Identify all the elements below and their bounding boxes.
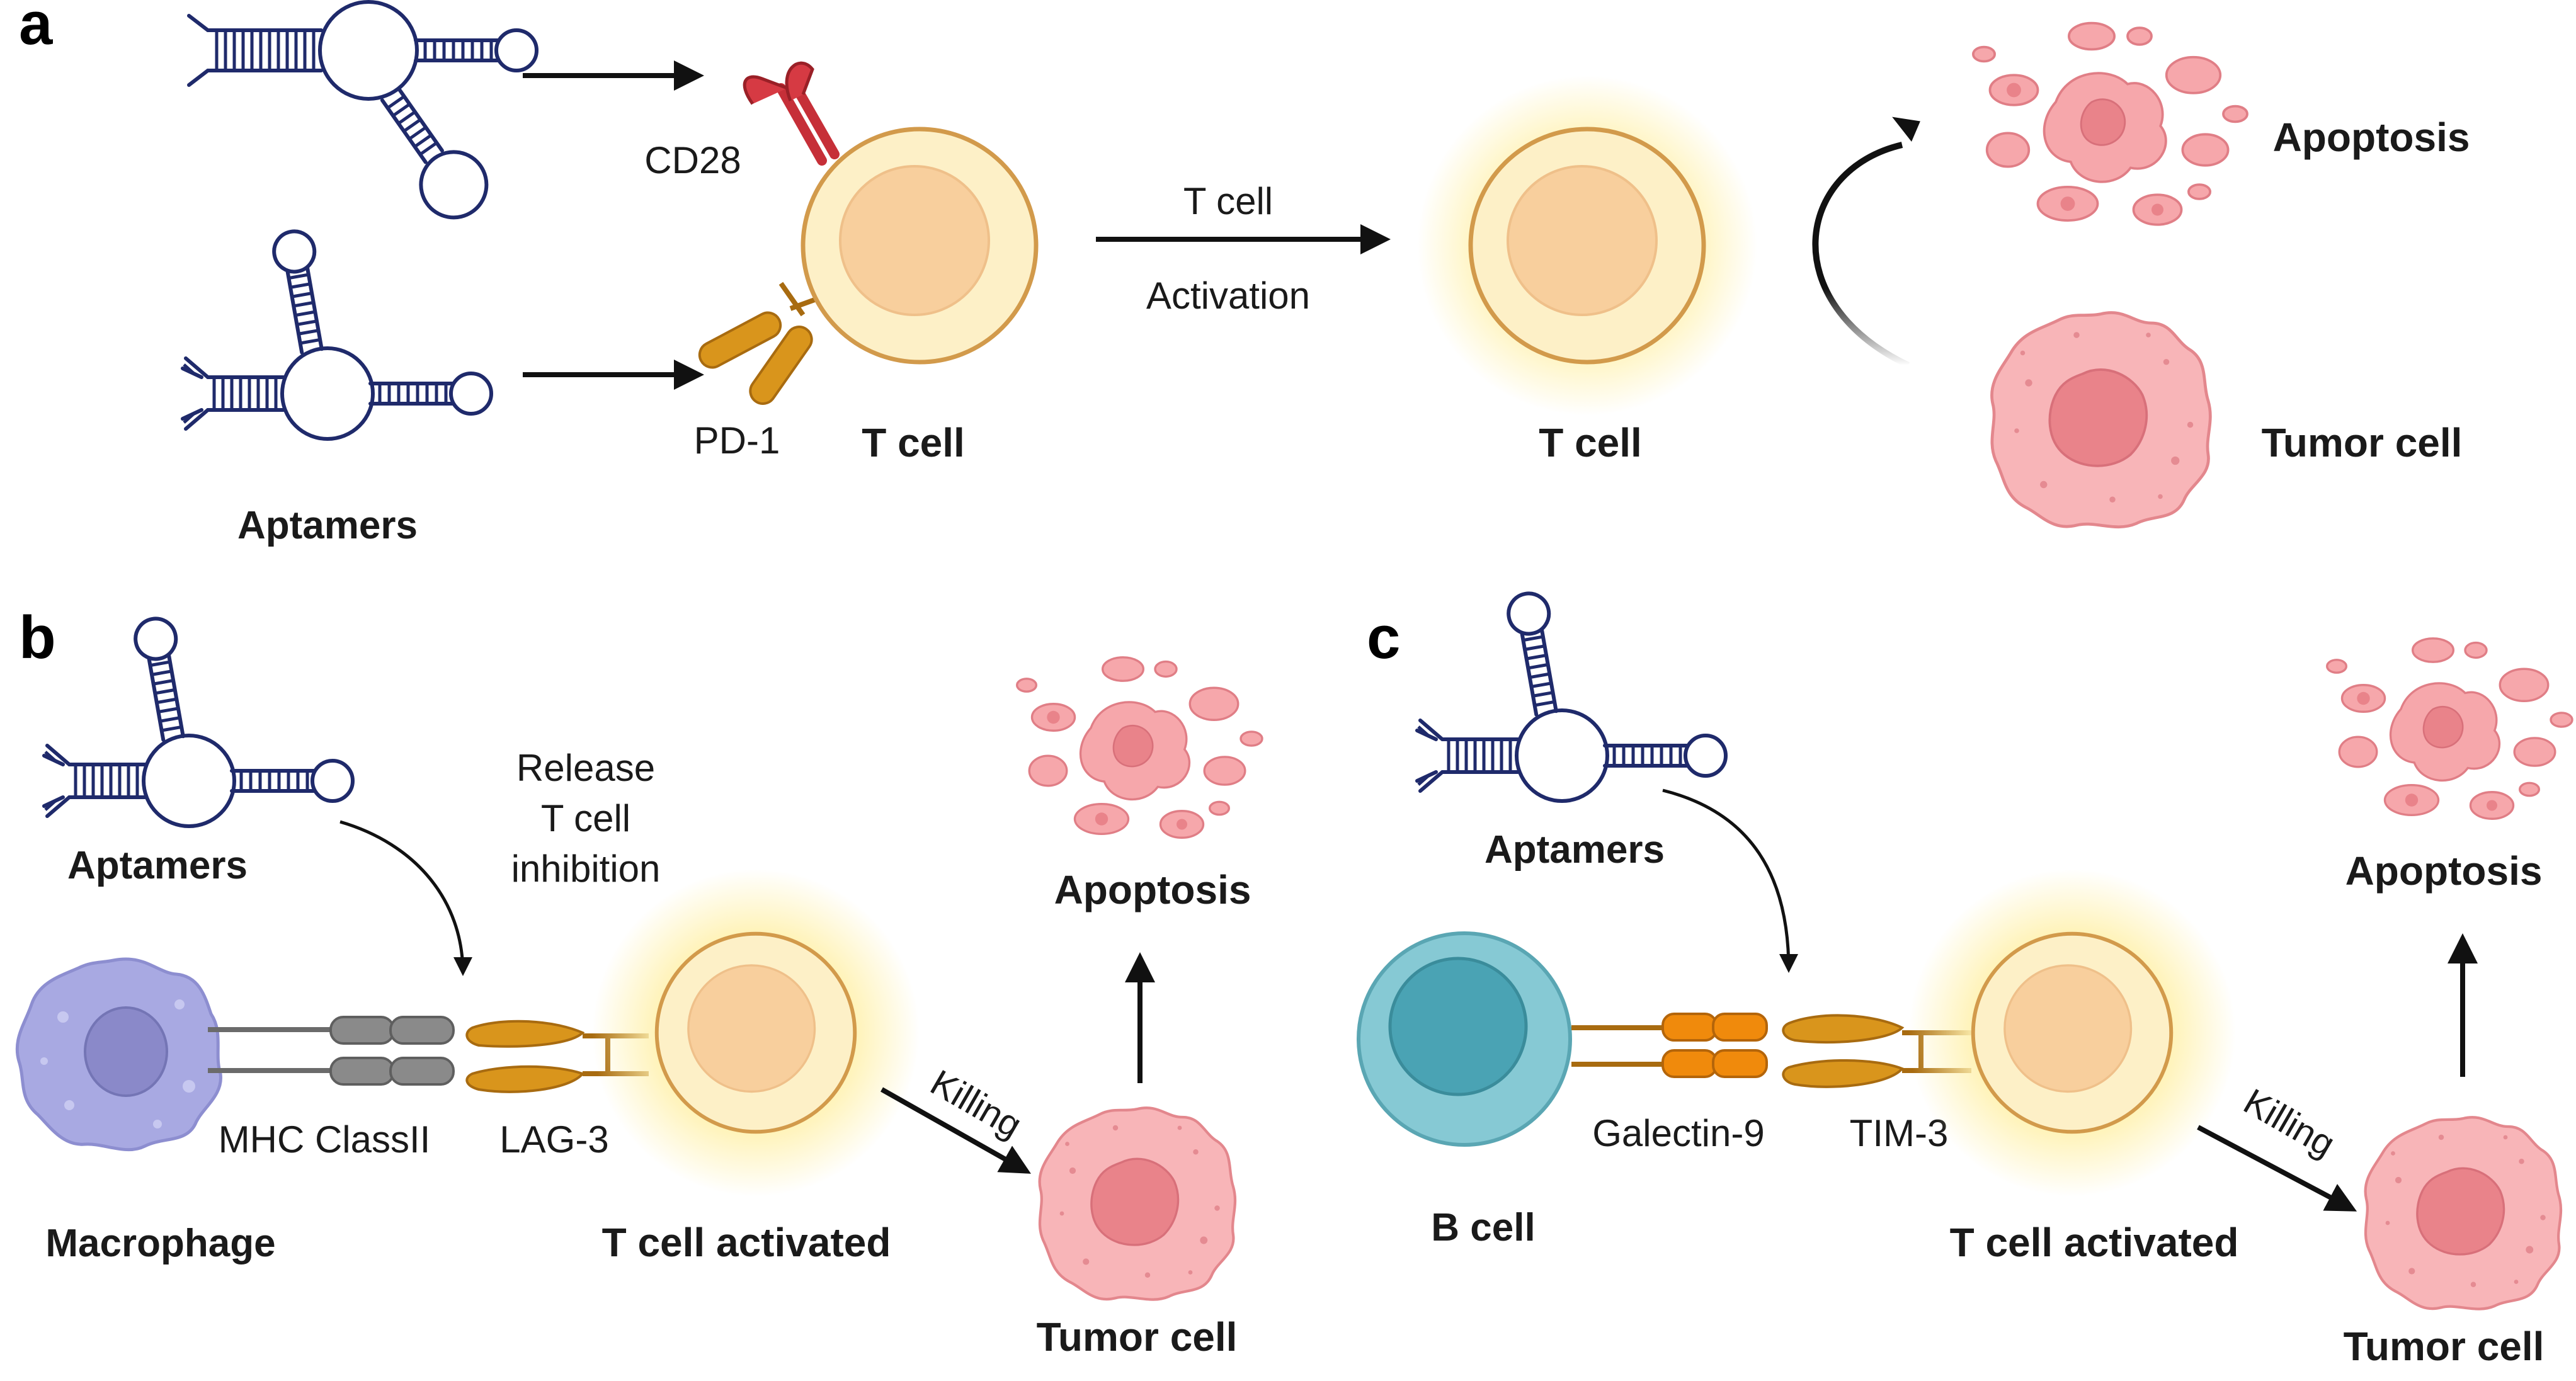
mhc-class2: [208, 1016, 455, 1086]
tcell-active-a: [1417, 76, 1757, 416]
apoptosis-cell-c: [2325, 637, 2573, 820]
tcell-label-a: T cell: [862, 420, 965, 465]
cd28-label: CD28: [644, 139, 741, 181]
release-line2: T cell: [541, 797, 630, 839]
macrophage-label: Macrophage: [45, 1222, 275, 1265]
curved-arrowhead-a: [1892, 117, 1920, 142]
release-line3: inhibition: [511, 848, 661, 890]
aptamer-a-top: [187, 0, 537, 220]
tumor-label-c: Tumor cell: [2344, 1324, 2545, 1369]
lag3-label: LAG-3: [499, 1118, 608, 1161]
arrow-release: [339, 820, 472, 976]
tumor-cell-a: [1992, 313, 2210, 527]
apoptosis-label-a: Apoptosis: [2273, 115, 2470, 160]
arrow-aptamer-c: [1662, 788, 1798, 973]
tcell-label-c: T cell activated: [1950, 1220, 2239, 1265]
tumor-cell-c: [2366, 1117, 2561, 1309]
arrow-killing-b: [881, 1087, 1031, 1174]
tumor-label-b: Tumor cell: [1037, 1314, 1238, 1360]
tumor-cell-b: [1040, 1108, 1235, 1299]
killing-label-c: Killing: [2237, 1081, 2342, 1165]
galectin9-label: Galectin-9: [1592, 1112, 1764, 1154]
tcell-b: [592, 869, 920, 1196]
pd1-label: PD-1: [694, 419, 780, 462]
panel-c-letter: c: [1367, 604, 1400, 671]
aptamer-c: [1417, 590, 1726, 801]
tcell-c: [1908, 869, 2236, 1196]
pd1-receptor: [695, 281, 826, 410]
panel-a-letter: a: [19, 0, 53, 57]
aptamer-b: [44, 615, 353, 826]
tcell-label-b: T cell activated: [602, 1220, 891, 1265]
release-line1: Release: [516, 747, 655, 789]
aptamers-label-c: Aptamers: [1485, 828, 1665, 872]
apoptosis-label-c: Apoptosis: [2345, 848, 2543, 894]
apoptosis-cell-b: [1015, 656, 1263, 839]
tim3-receptor: [1782, 1014, 1971, 1088]
macrophage-cell: [15, 957, 222, 1152]
apoptosis-cell-a: [1971, 21, 2248, 226]
curved-arrow-a: [1812, 142, 1910, 368]
activation-line1: T cell: [1183, 180, 1273, 222]
tcell-active-label-a: T cell: [1539, 420, 1642, 465]
tim3-label: TIM-3: [1850, 1112, 1949, 1154]
cd28-receptor: [743, 61, 840, 166]
apoptosis-label-b: Apoptosis: [1054, 867, 1251, 912]
mhc-label: MHC ClassII: [219, 1118, 431, 1161]
bcell-label: B cell: [1431, 1206, 1535, 1249]
aptamers-label-b: Aptamers: [67, 844, 248, 887]
panel-b-letter: b: [19, 604, 56, 671]
galectin9: [1571, 1013, 1768, 1078]
aptamers-label-a: Aptamers: [237, 504, 418, 547]
bcell: [1357, 931, 1572, 1147]
activation-line2: Activation: [1146, 275, 1310, 317]
aptamer-a-bottom: [183, 228, 491, 439]
killing-label-b: Killing: [923, 1062, 1029, 1146]
tcell-a: [803, 129, 1036, 362]
tumor-label-a: Tumor cell: [2262, 420, 2463, 465]
arrow-killing-c: [2197, 1125, 2357, 1212]
